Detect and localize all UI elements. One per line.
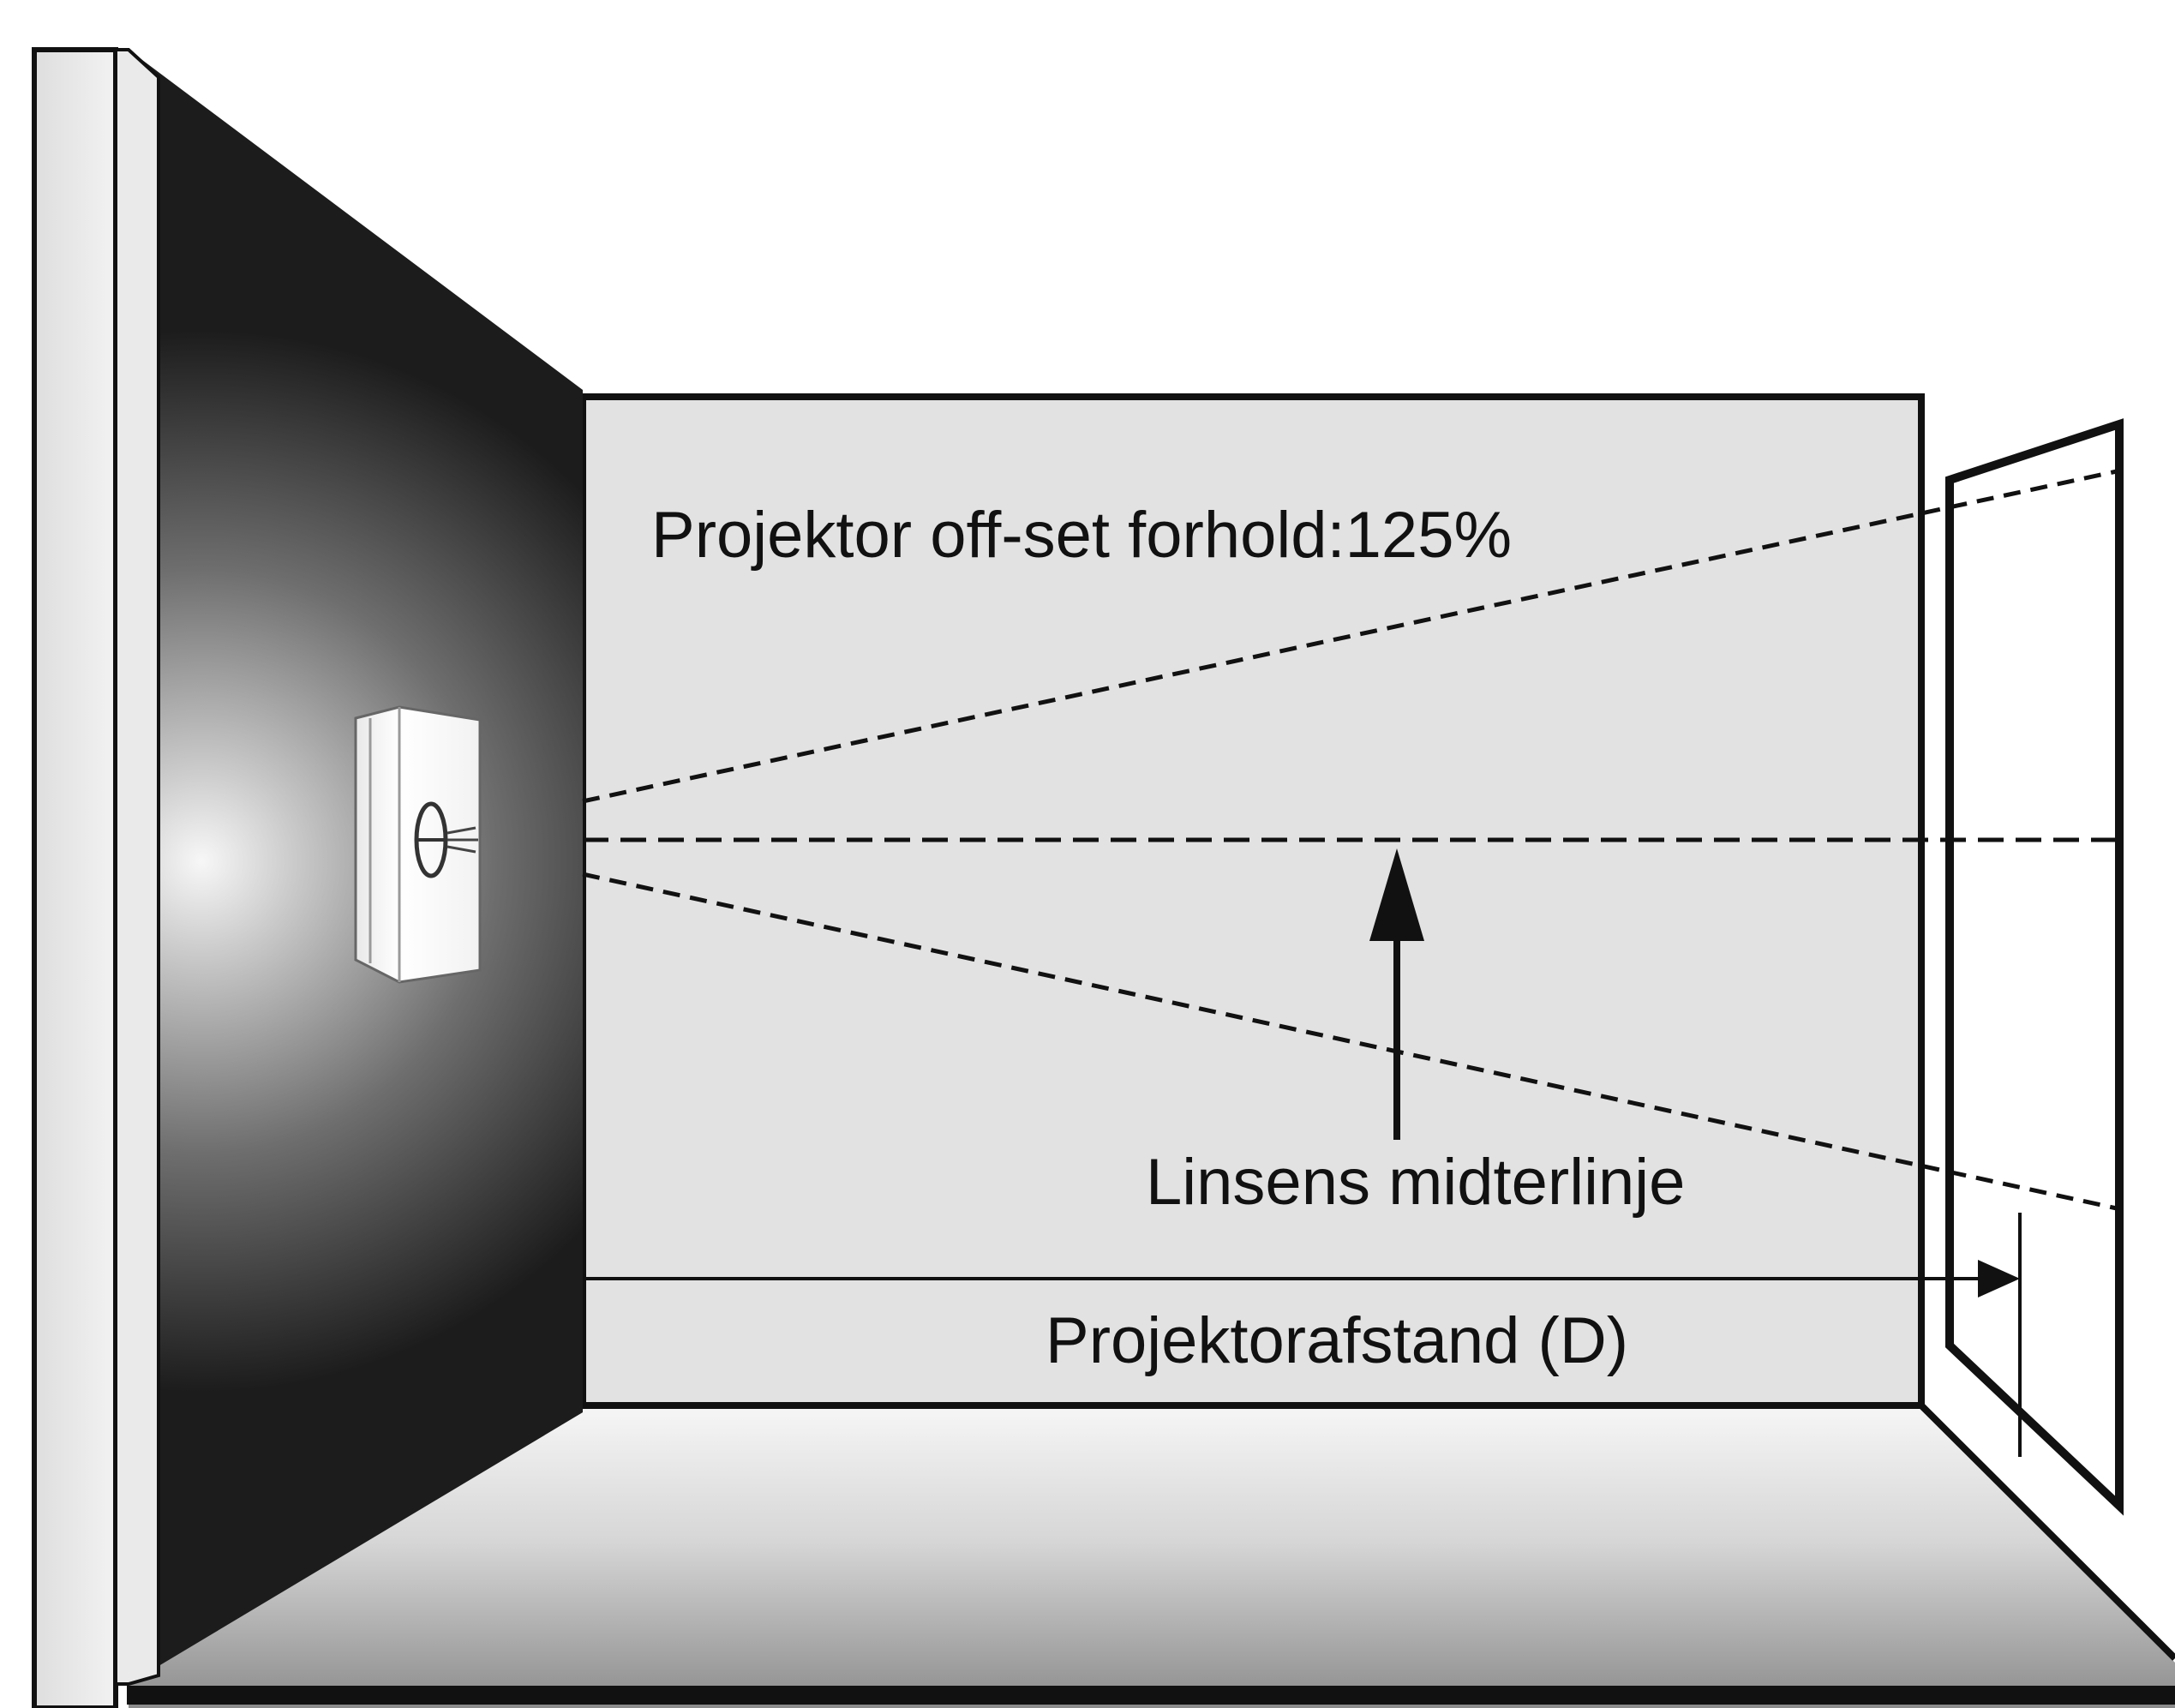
distance-arrow-head bbox=[1978, 1260, 2020, 1297]
projector bbox=[354, 705, 482, 984]
projector-lens-rays bbox=[446, 826, 478, 854]
lens-centerline-label: Linsens midterlinje bbox=[1146, 1146, 1685, 1219]
floor-right-edge bbox=[1919, 1403, 2175, 1661]
wall-edge-strip bbox=[32, 47, 118, 1708]
projection-beams bbox=[582, 469, 2118, 1211]
projector-distance-label: Projektorafstand (D) bbox=[1046, 1304, 1628, 1377]
centerline-pointer-head bbox=[1369, 848, 1424, 941]
beam-top bbox=[582, 469, 2118, 804]
offset-ratio-label: Projektor off-set forhold:125% bbox=[651, 499, 1512, 572]
beam-bottom bbox=[582, 872, 2118, 1211]
projector-lens bbox=[414, 801, 448, 878]
back-wall bbox=[579, 393, 1925, 1409]
wall-edge-face bbox=[114, 48, 160, 1686]
projection-screen bbox=[1945, 418, 2124, 1516]
floor bbox=[129, 1405, 2175, 1708]
